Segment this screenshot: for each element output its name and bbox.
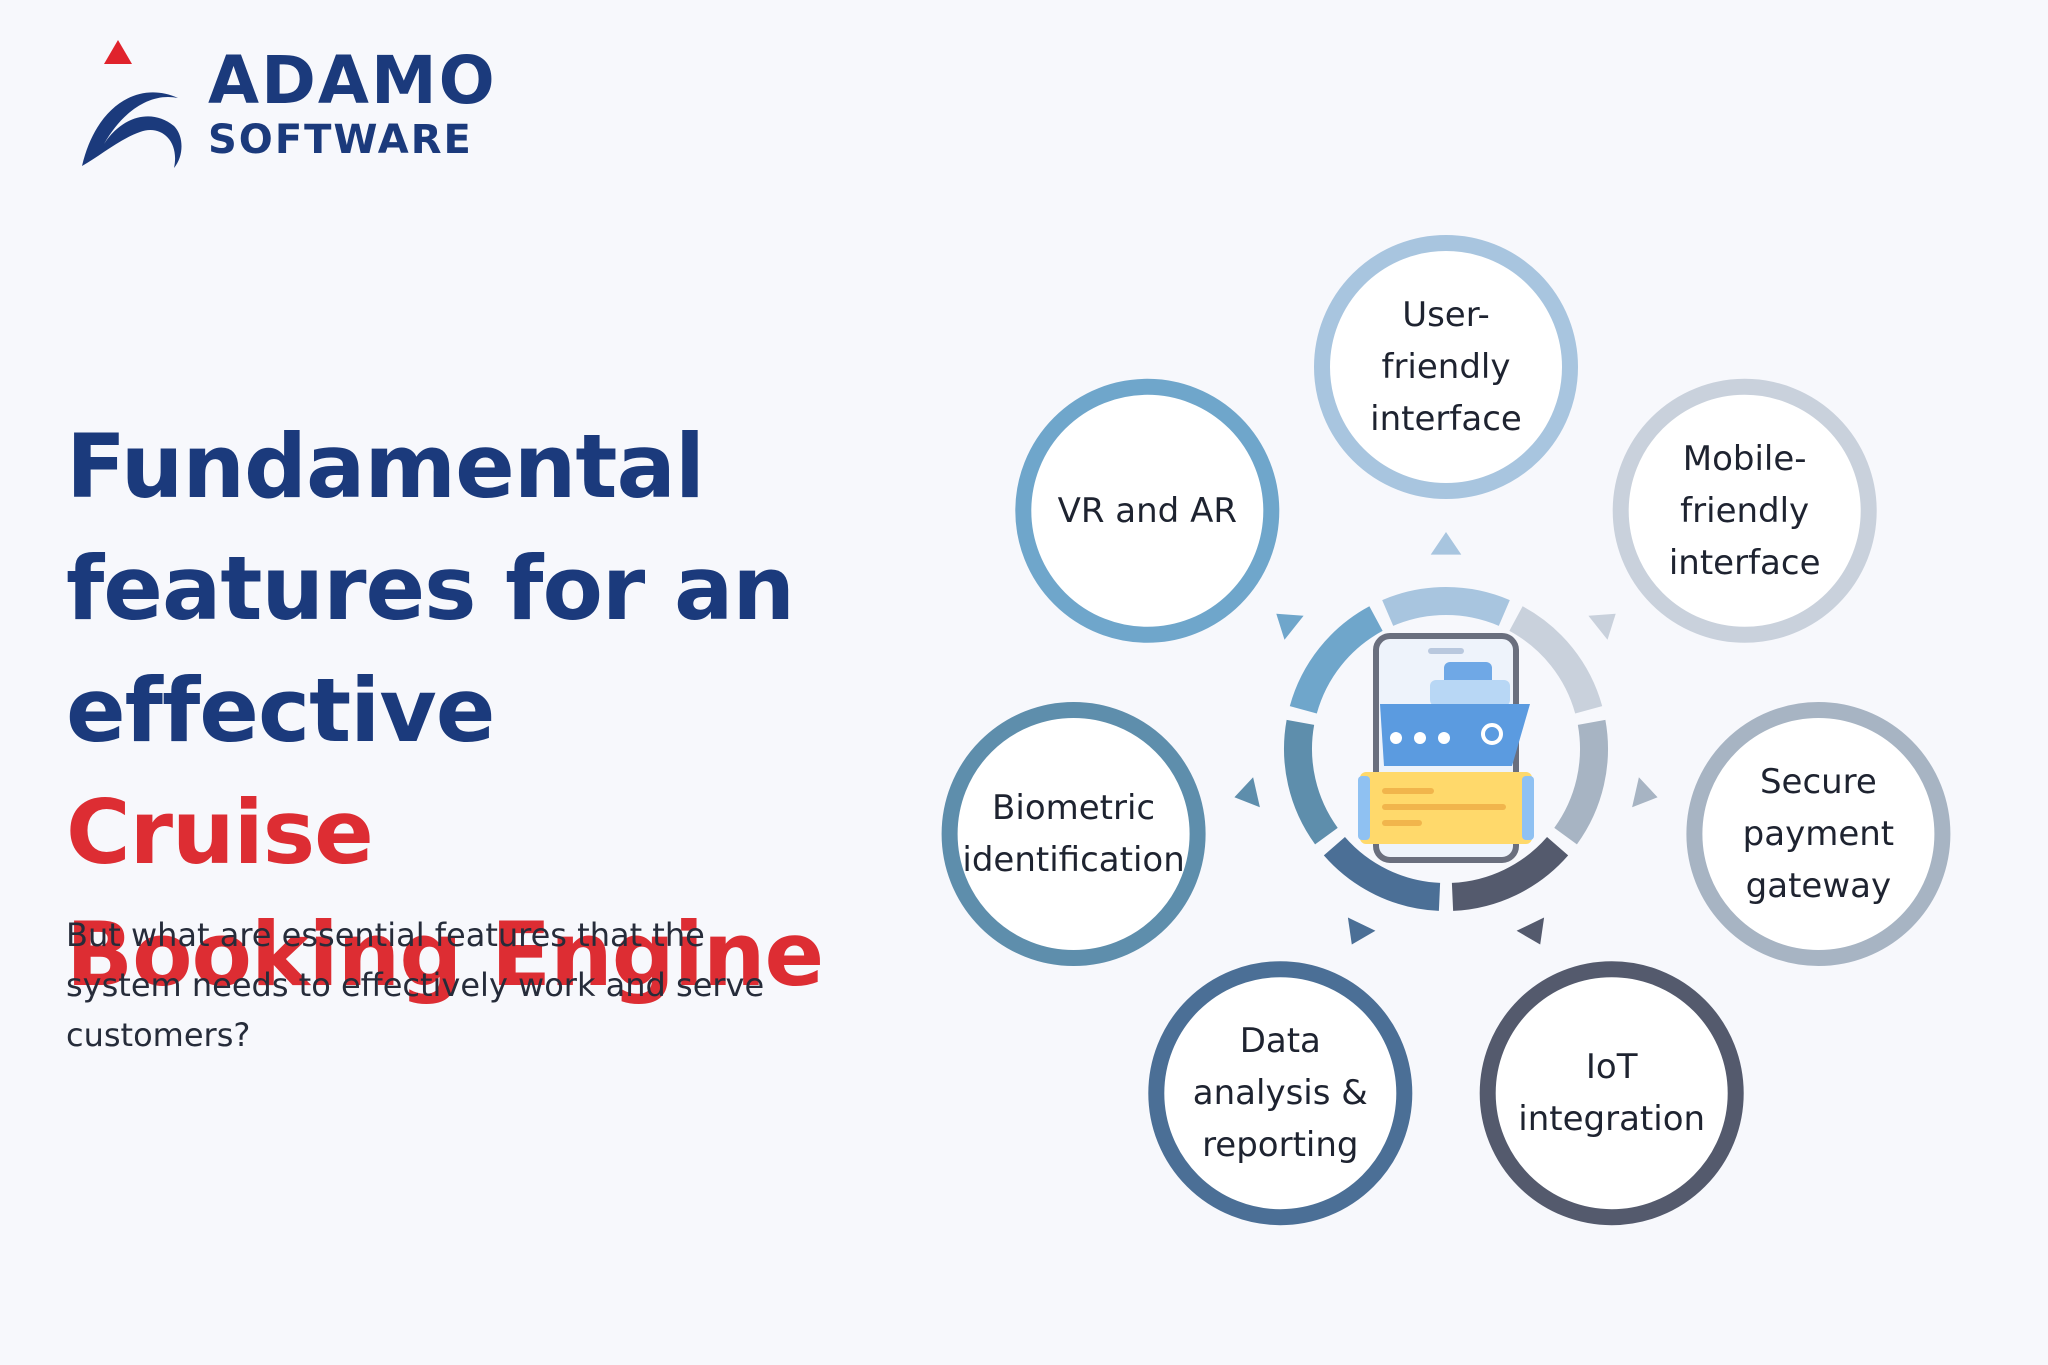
title-line-2: features for an [66,537,795,640]
ring-segment-iot-integration [1451,836,1569,911]
brand-logo: ADAMO SOFTWARE [78,40,538,180]
title-accent-booking-engine: Booking Engine [66,903,824,1006]
title-line-3: effective [66,659,495,762]
ring-segment-secure-payment-gateway [1554,719,1608,845]
title-line-1: Fundamental [66,415,705,518]
brand-name: ADAMO [208,42,497,119]
arrow-icon-data-analysis-reporting [1347,917,1376,945]
ring-segment-biometric-identification [1284,719,1338,845]
brand-subname: SOFTWARE [208,117,473,163]
cycle-ring [1284,587,1608,911]
title-accent-cruise: Cruise [66,781,374,884]
feature-circle-iot-integration [1479,961,1744,1226]
ring-segment-mobile-friendly-interface [1509,606,1603,714]
page-title: Fundamental features for an effective Cr… [66,406,826,1016]
cycle-arrows [1234,532,1658,945]
ring-segment-data-analysis-reporting [1323,836,1441,911]
feature-circle-mobile-friendly-interface [1612,378,1877,643]
feature-circle-user-friendly-interface [1314,235,1578,499]
ring-segment-user-friendly-interface [1382,587,1510,627]
feature-circle-data-analysis-reporting [1148,961,1413,1226]
brand-wordmark: ADAMO SOFTWARE [208,42,497,163]
feature-circles [941,235,1951,1226]
intro-text: But what are essential features that the… [66,916,765,1054]
arrow-icon-user-friendly-interface [1430,532,1462,555]
arrow-icon-secure-payment-gateway [1632,777,1658,808]
arrow-icon-mobile-friendly-interface [1588,613,1616,640]
cruise-ship-ticket-phone-icon [1358,633,1534,863]
arrow-icon-iot-integration [1516,917,1545,945]
feature-circle-secure-payment-gateway [1686,702,1951,966]
adamo-logo-icon [82,40,182,168]
feature-circle-biometric-identification [941,702,1206,966]
ring-segment-vr-and-ar [1289,606,1383,714]
arrow-icon-vr-and-ar [1276,613,1304,640]
feature-circle-vr-and-ar [1015,378,1280,643]
arrow-icon-biometric-identification [1234,777,1260,808]
